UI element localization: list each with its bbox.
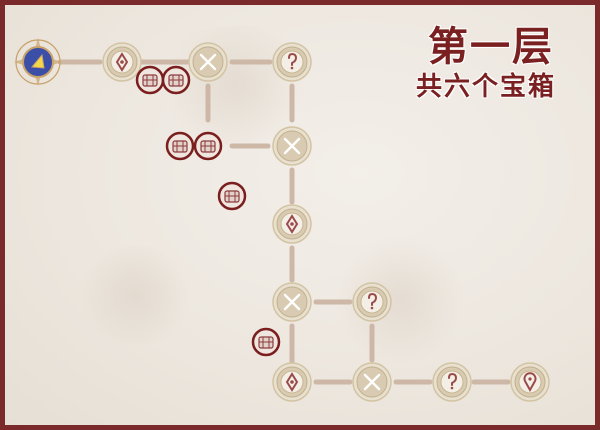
treasure-chest[interactable] [165,131,195,161]
treasure-chests [135,65,281,357]
treasure-chest[interactable] [217,181,247,211]
crossed-swords-icon [363,373,381,391]
treasure-chest-icon [200,140,216,153]
treasure-chest-icon [224,190,240,203]
battle-node[interactable] [272,126,312,166]
treasure-chest-icon [258,336,274,349]
crossed-swords-icon [199,53,217,71]
shop-node[interactable] [272,204,312,244]
treasure-chest-icon [142,74,158,87]
shop-node[interactable] [272,362,312,402]
location-pin-icon [523,372,537,393]
path-connections [57,59,511,385]
diamond-icon [285,372,299,392]
crossed-swords-icon [283,293,301,311]
question-mark-icon [288,52,298,70]
chest-count-subtitle: 共六个宝箱 [415,72,556,102]
treasure-chest[interactable] [193,131,223,161]
treasure-chest-icon [168,74,184,87]
battle-node[interactable] [352,362,392,402]
crossed-swords-icon [283,137,301,155]
reward-node[interactable] [510,362,550,402]
start-node[interactable] [14,38,62,86]
treasure-chest-icon [172,140,188,153]
treasure-chest[interactable] [251,327,281,357]
event-node[interactable] [272,42,312,82]
shop-node[interactable] [102,42,142,82]
compass-star-icon [31,53,45,69]
diamond-icon [285,214,299,234]
treasure-chest[interactable] [161,65,191,95]
battle-node[interactable] [272,282,312,322]
background-artwork [75,245,195,345]
event-node[interactable] [432,362,472,402]
event-node[interactable] [352,282,392,322]
treasure-chest[interactable] [135,65,165,95]
diamond-icon [115,52,129,72]
floor-title: 第一层 [428,23,554,70]
battle-node[interactable] [188,42,228,82]
question-mark-icon [368,292,378,310]
question-mark-icon [448,372,458,390]
